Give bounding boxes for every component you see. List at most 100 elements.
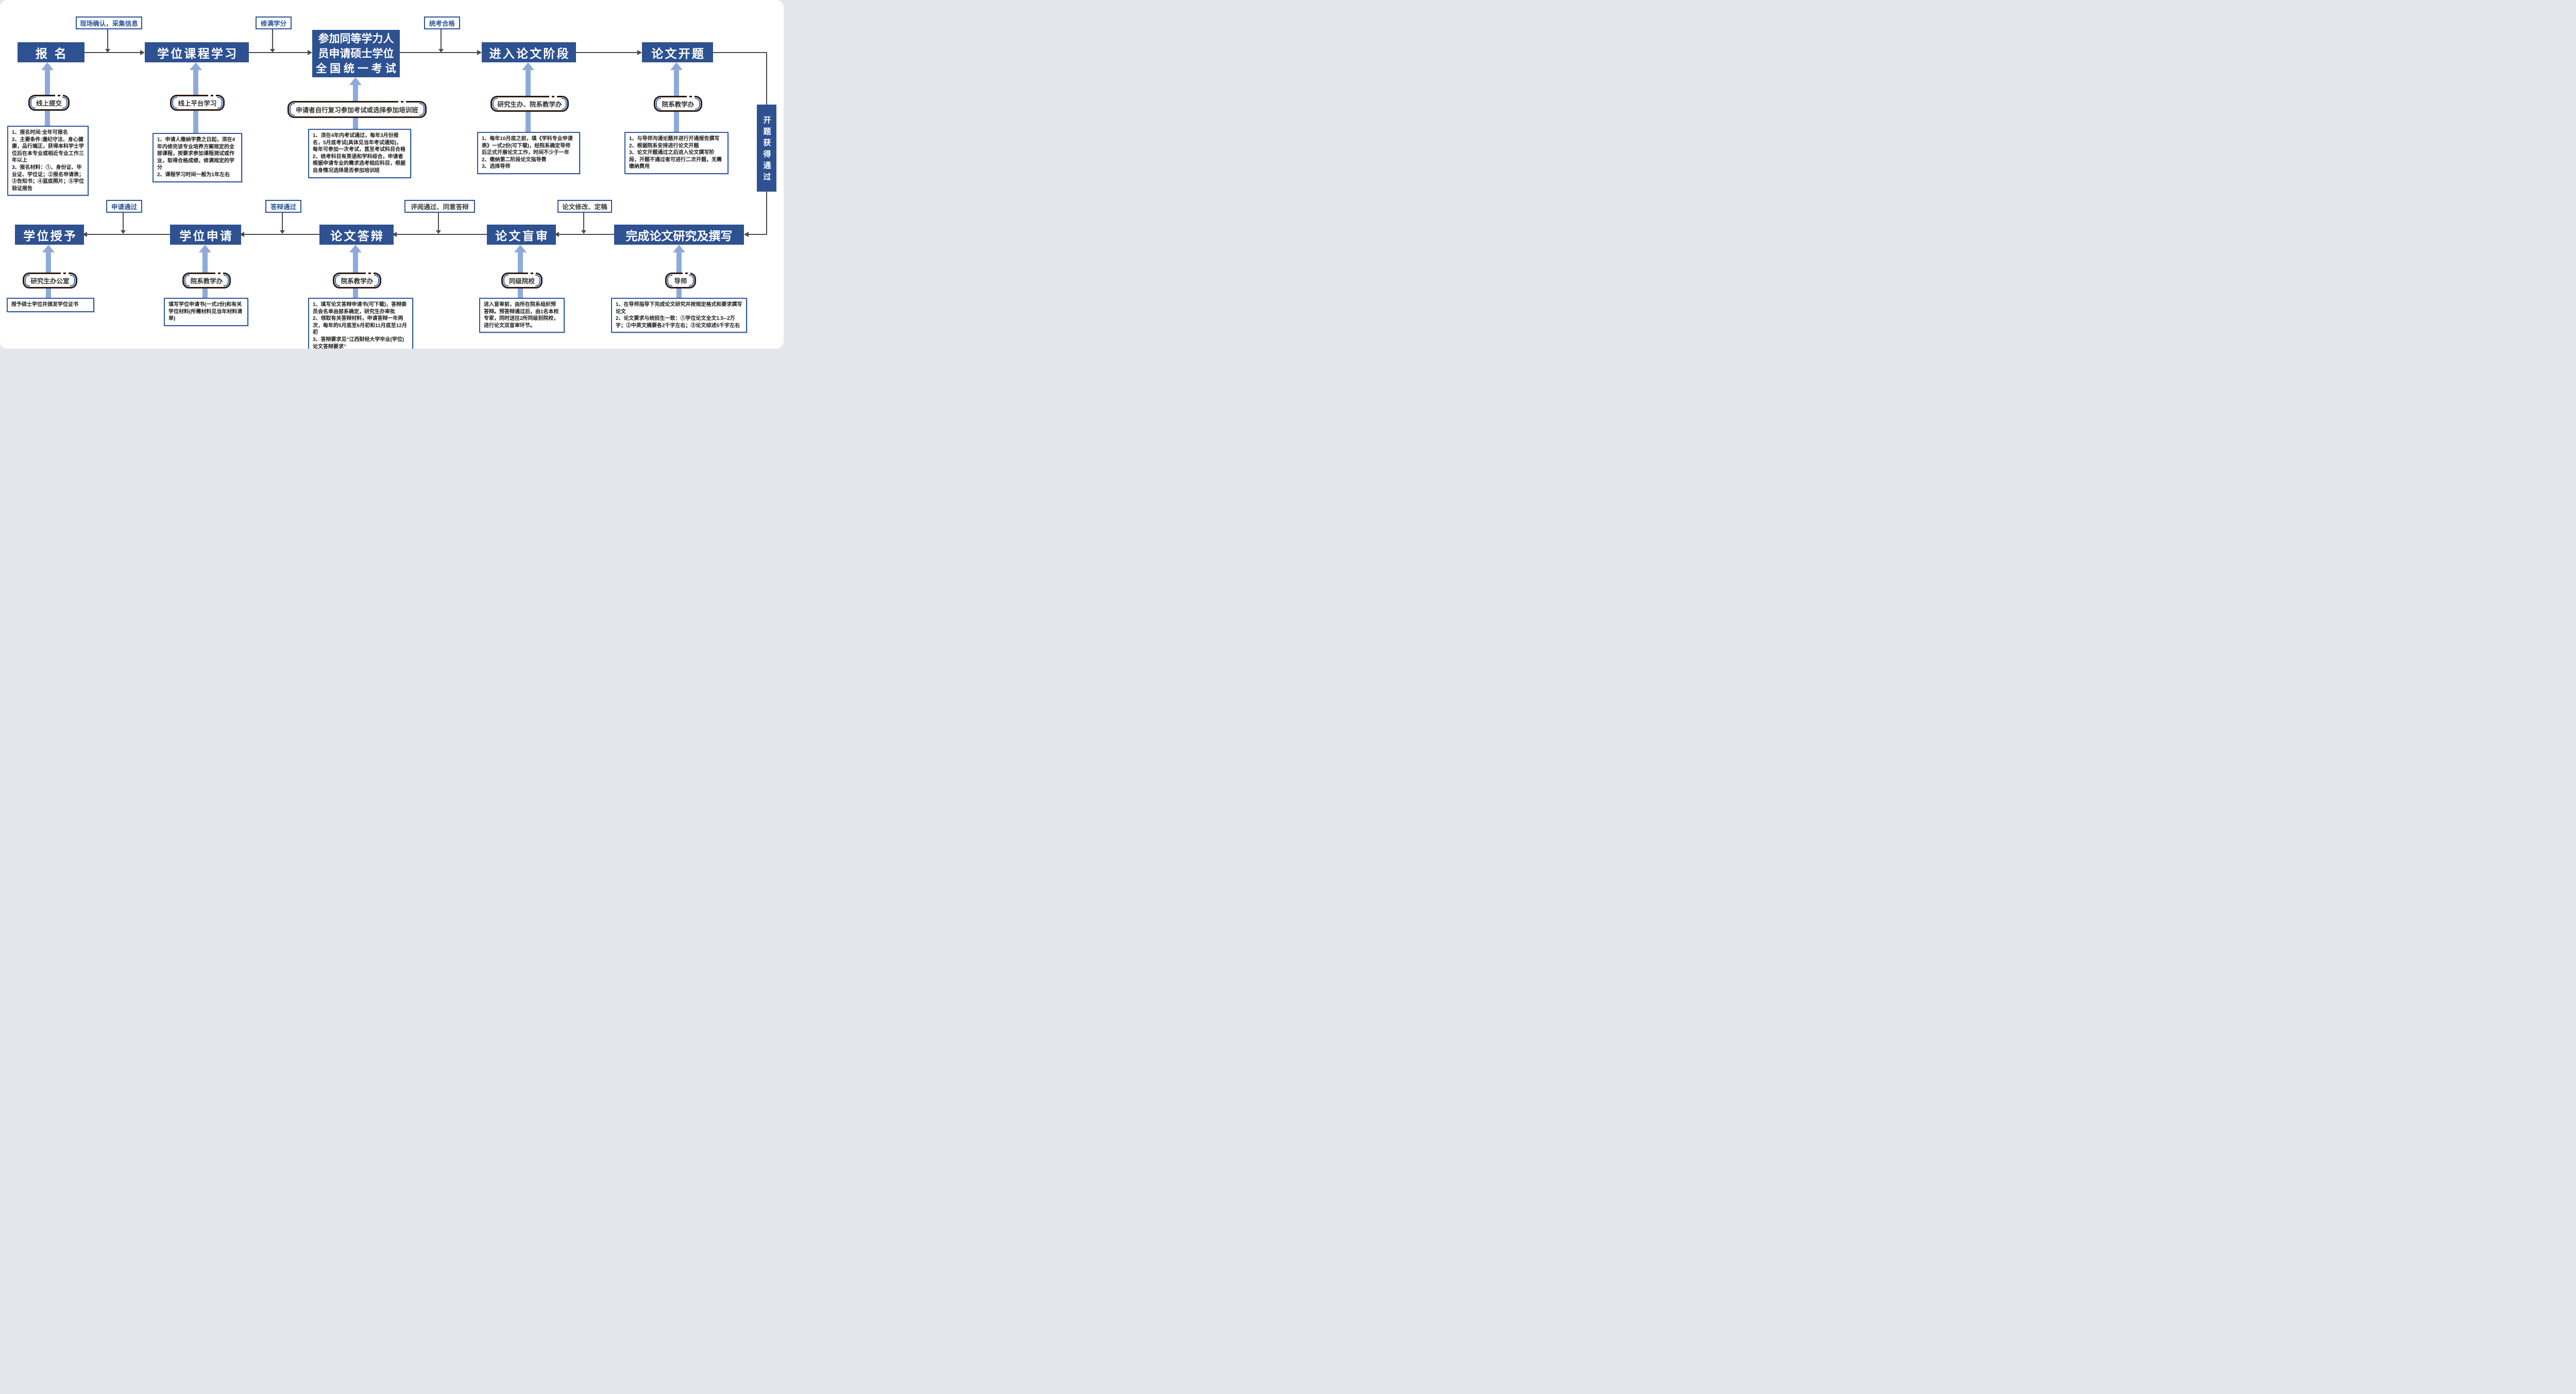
stadium-dept-office-defense: 院系教学办 <box>333 273 381 288</box>
detail-blind-review: 进入盲审前，由所在院系组织预答辩。预答辩通过后，由1名本校专家，同时送往2所同级… <box>479 298 565 333</box>
edge-label-review-pass: 评阅通过、同意答辩 <box>404 200 475 213</box>
stadium-self-study: 申请者自行复习参加考试或选择参加培训班 <box>287 101 427 118</box>
detail-exam: 1、须在4年内考试通过，每年3月份报名，5月底考试(具体见当年考试通知)，每年可… <box>308 129 411 178</box>
dash-decoration <box>55 95 63 96</box>
arrow-down-icon <box>280 230 285 234</box>
tick-line <box>107 27 108 49</box>
up-arrow-icon <box>199 245 211 252</box>
stadium-dept-office-apply: 院系教学办 <box>182 273 231 288</box>
arrow-down-icon <box>581 230 586 234</box>
arrow-down-icon <box>105 49 110 53</box>
up-arrow-icon <box>190 62 202 70</box>
stadium-supervisor: 导师 <box>665 273 696 288</box>
up-arrow-icon <box>514 245 527 252</box>
detail-defense: 1、填写论文答辩申请书(可下载)，答辩委员会名单由部系确定，研究生办审批 2、领… <box>308 298 413 349</box>
connector-line <box>711 52 767 53</box>
arrow-left-icon <box>392 232 397 237</box>
edge-label-credits: 修满学分 <box>256 16 292 29</box>
connector-line <box>559 234 614 235</box>
dash-decoration <box>686 96 694 97</box>
arrow-left-icon <box>554 232 559 237</box>
arrow-right-icon <box>477 50 482 55</box>
stadium-label: 同级院校 <box>509 278 535 285</box>
arrow-right-icon <box>140 50 145 55</box>
tick-line <box>282 211 283 230</box>
node-national-exam: 参加同等学力人 员申请硕士学位 全国统一考试 <box>312 30 400 77</box>
arrow-left-icon <box>744 232 749 237</box>
exam-title-line3: 全国统一考试 <box>316 62 399 75</box>
up-arrow-icon <box>349 245 362 252</box>
node-thesis-stage: 进入论文阶段 <box>482 42 577 62</box>
stadium-label: 导师 <box>674 278 687 285</box>
dash-decoration <box>61 273 69 274</box>
arrow-down-icon <box>438 49 444 53</box>
arrow-down-icon <box>270 49 275 53</box>
tick-line <box>438 211 439 230</box>
edge-label-defense-pass: 答辩通过 <box>265 200 301 213</box>
arrow-down-icon <box>436 230 441 234</box>
node-proposal-passed: 开题获得通过 <box>757 105 776 192</box>
arrow-right-icon <box>308 50 312 55</box>
arrow-left-icon <box>240 232 244 237</box>
edge-label-apply-pass: 申请通过 <box>106 200 142 213</box>
dash-decoration <box>208 95 216 96</box>
connector-line <box>574 52 637 53</box>
stadium-online-submit: 线上提交 <box>28 95 70 111</box>
detail-apply: 填写学位申请书(一式2份)和有关学位材料(所需材料见当年材料清单) <box>164 298 248 326</box>
detail-signup: 1、报名时间:全年可报名 2、主要条件:遵纪守法、身心健康，品行端正，获得本科学… <box>7 126 89 196</box>
flowchart-canvas: 现场确认，采集信息 修满学分 统考合格 申请通过 答辩通过 评阅通过、同意答辩 … <box>0 0 784 349</box>
node-degree-apply: 学位申请 <box>170 225 242 245</box>
detail-thesis-stage: 1、每年10月底之前，填《学科专业申请表》一式2份(可下载)，经院系确定导师后正… <box>477 132 580 174</box>
node-thesis-defense: 论文答辩 <box>319 225 394 245</box>
up-arrow-icon <box>673 245 685 252</box>
detail-award: 授予硕士学位并颁发学位证书 <box>7 298 94 312</box>
stadium-online-platform: 线上平台学习 <box>170 95 225 111</box>
connector-line <box>399 52 477 53</box>
stadium-grad-office-dept: 研究生办、院系教学办 <box>490 96 569 112</box>
connector-line <box>247 52 308 53</box>
exam-title-line1: 参加同等学力人 <box>318 32 394 45</box>
connector-line <box>397 234 487 235</box>
dash-decoration <box>365 273 374 274</box>
dash-decoration <box>398 101 406 103</box>
edge-label-onsite-confirm: 现场确认，采集信息 <box>76 16 142 29</box>
dash-decoration <box>528 273 536 274</box>
up-arrow-icon <box>522 62 534 70</box>
arrow-right-icon <box>637 50 642 55</box>
connector-line <box>749 234 767 235</box>
stadium-label: 院系教学办 <box>662 101 694 108</box>
node-blind-review: 论文盲审 <box>487 225 556 245</box>
connector-line <box>244 234 319 235</box>
arrow-down-icon <box>121 230 126 234</box>
detail-proposal: 1、与导师沟通论题并进行开通报告撰写 2、根据院系安排进行论文开题 3、论文开题… <box>624 132 728 174</box>
up-arrow-icon <box>349 77 362 85</box>
stadium-label: 研究生办、院系教学办 <box>497 101 562 108</box>
detail-writing: 1、在导师指导下完成论文研究并按规定格式和要求撰写论文 2、论文要求与统招生一致… <box>611 298 747 333</box>
node-degree-award: 学位授予 <box>15 225 84 245</box>
up-arrow-icon <box>42 245 55 252</box>
tick-line <box>123 211 124 230</box>
edge-label-revision: 论文修改、定稿 <box>557 200 612 213</box>
dash-decoration <box>215 273 223 274</box>
stadium-label: 申请者自行复习参加考试或选择参加培训班 <box>296 107 418 114</box>
stadium-grad-office: 研究生办公室 <box>23 273 77 288</box>
arrow-left-icon <box>82 232 87 237</box>
edge-label-exam-pass: 统考合格 <box>424 16 460 29</box>
node-signup: 报名 <box>18 42 84 62</box>
stadium-peer-school: 同级院校 <box>501 273 543 288</box>
stadium-label: 研究生办公室 <box>30 278 70 285</box>
node-course-study: 学位课程学习 <box>145 42 249 62</box>
tick-line <box>272 27 273 49</box>
up-arrow-icon <box>670 62 683 70</box>
node-proposal: 论文开题 <box>642 42 714 62</box>
stadium-label: 院系教学办 <box>341 278 374 285</box>
stadium-label: 线上提交 <box>36 100 62 107</box>
up-arrow-icon <box>41 62 54 70</box>
connector-line <box>87 234 170 235</box>
exam-title-line2: 员申请硕士学位 <box>318 47 394 60</box>
stadium-label: 院系教学办 <box>190 278 223 285</box>
tick-line <box>440 27 442 49</box>
node-thesis-writing: 完成论文研究及撰写 <box>614 225 744 245</box>
tick-line <box>583 211 584 230</box>
stadium-label: 线上平台学习 <box>178 100 217 107</box>
